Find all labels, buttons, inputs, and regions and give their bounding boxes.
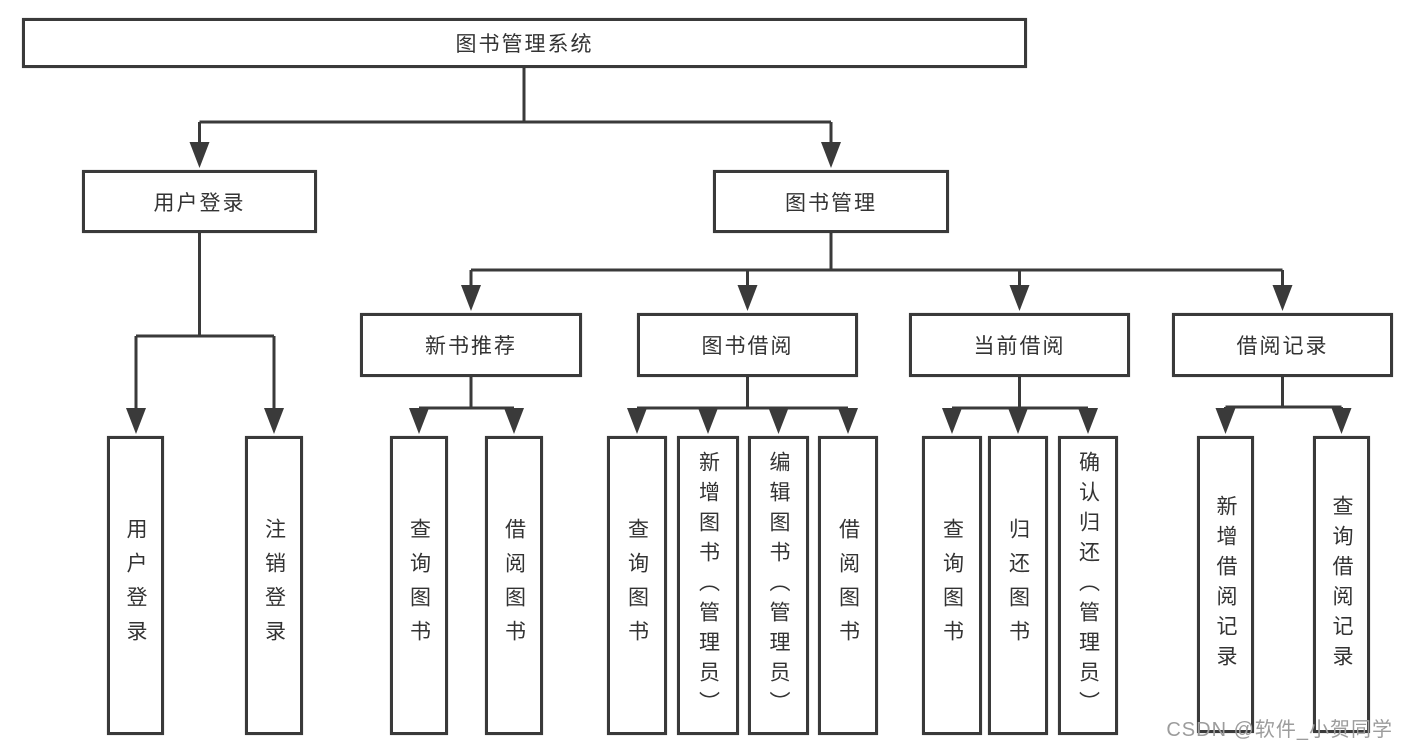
connector-mgmt-to-level3 <box>469 233 1284 290</box>
leaf-borrow-query-books: 查询图书 <box>607 436 667 735</box>
leaf-borrow-books: 借阅图书 <box>818 436 878 735</box>
leaf-add-books-admin: 新增图书（管理员） <box>677 436 739 735</box>
node-new-book-recommend: 新书推荐 <box>360 313 582 377</box>
connector-records-to-leaves <box>1224 377 1343 414</box>
leaf-edit-books-admin: 编辑图书（管理员） <box>748 436 809 735</box>
csdn-watermark: CSDN @软件_小贺同学 <box>1166 719 1393 741</box>
arrowheads <box>126 142 1352 434</box>
leaf-logout: 注销登录 <box>245 436 303 735</box>
node-system-root: 图书管理系统 <box>22 18 1027 68</box>
connector-rec-to-leaves <box>417 377 516 414</box>
leaf-rec-query-books: 查询图书 <box>390 436 448 735</box>
connector-root-to-level2 <box>198 68 833 148</box>
connector-borrow-to-leaves <box>635 377 850 414</box>
leaf-return-books: 归还图书 <box>988 436 1048 735</box>
leaf-user-login: 用户登录 <box>107 436 164 735</box>
leaf-rec-borrow-books: 借阅图书 <box>485 436 543 735</box>
leaf-add-borrow-record: 新增借阅记录 <box>1197 436 1254 733</box>
node-user-login: 用户登录 <box>82 170 317 233</box>
leaf-query-borrow-record: 查询借阅记录 <box>1313 436 1370 733</box>
leaf-confirm-return-admin: 确认归还（管理员） <box>1058 436 1118 735</box>
node-current-borrowing: 当前借阅 <box>909 313 1130 377</box>
node-book-management: 图书管理 <box>713 170 949 233</box>
node-borrow-records: 借阅记录 <box>1172 313 1393 377</box>
node-book-borrowing: 图书借阅 <box>637 313 858 377</box>
leaf-current-query-books: 查询图书 <box>922 436 982 735</box>
connector-login-to-leaves <box>134 233 276 412</box>
